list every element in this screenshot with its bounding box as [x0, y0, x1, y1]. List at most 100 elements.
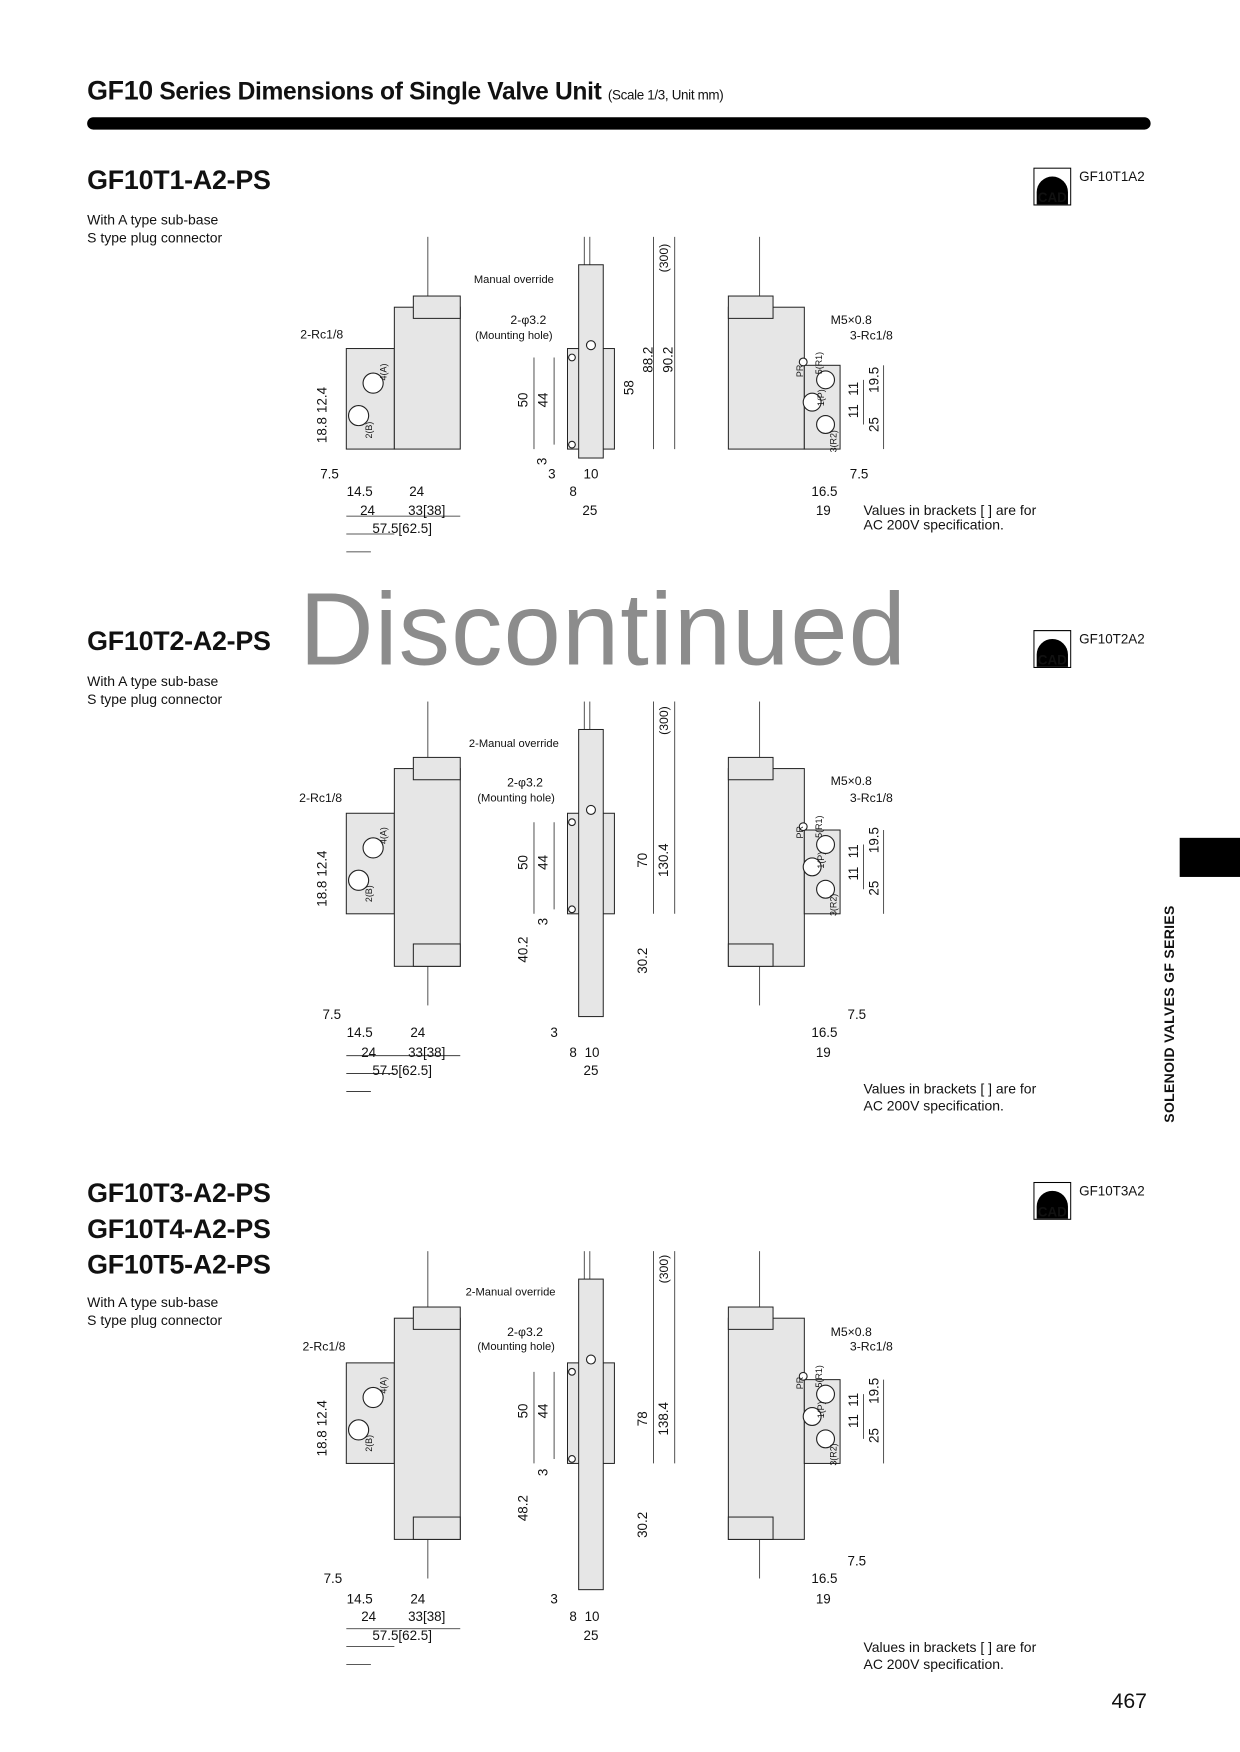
- dimension-label: 44: [536, 392, 551, 407]
- port-p-circle: [802, 857, 822, 877]
- valve-body: [727, 306, 805, 450]
- dimension-label: PR: [795, 1376, 805, 1389]
- plug-connector: [412, 943, 461, 967]
- valve-body: [578, 1278, 604, 1591]
- dimension-label: 5(R1): [814, 352, 824, 374]
- dimension-label: 25: [582, 503, 597, 518]
- dimension-label: M5×0.8: [831, 774, 872, 788]
- bracket-note: Values in brackets [ ] are for: [864, 502, 1037, 518]
- dimension-label: 24: [410, 1591, 425, 1606]
- dimension-label: 2-φ3.2: [507, 1325, 543, 1339]
- valve-body: [393, 768, 461, 967]
- port-r1-circle: [816, 1384, 836, 1404]
- sub-base: [345, 348, 395, 450]
- dimension-label: 70: [635, 853, 650, 868]
- dimension-label: 44: [536, 1403, 551, 1418]
- dimension-label: 50: [516, 1403, 531, 1418]
- dimension-label: 11: [846, 1393, 861, 1407]
- dimension-label: 19.5: [866, 367, 881, 393]
- plug-connector: [412, 756, 461, 781]
- model-description: With A type sub-base: [87, 1294, 219, 1311]
- model-title: GF10T4-A2-PS: [87, 1214, 271, 1245]
- dimension-label: 11: [846, 867, 861, 881]
- pilot-exhaust-port: [798, 357, 808, 367]
- dimension-label: 25: [866, 417, 881, 432]
- dimension-label: 48.2: [516, 1495, 531, 1521]
- valve-body: [393, 1317, 461, 1540]
- dimension-label: PR: [795, 364, 805, 377]
- cad-icon-text: CAD: [1038, 1205, 1067, 1220]
- pilot-exhaust-port: [798, 822, 808, 832]
- dimension-label: 16.5: [811, 484, 837, 499]
- dimension-label: 4(A): [378, 827, 388, 844]
- dimension-label: 25: [866, 1428, 881, 1443]
- side-tab-label: SOLENOID VALVES GF SERIES: [1161, 905, 1178, 1123]
- side-view: [727, 1251, 885, 1579]
- dimension-label: 12.4: [314, 850, 329, 877]
- port-a-circle: [362, 1386, 384, 1409]
- cad-icon[interactable]: CAD: [1033, 167, 1072, 206]
- dimension-label: 8: [569, 484, 576, 499]
- dimension-label: 3: [550, 1591, 557, 1606]
- page-title: GF10 Series Dimensions of Single Valve U…: [87, 76, 724, 107]
- dimension-label: 2-Manual override: [469, 738, 559, 750]
- title-text: Series Dimensions of Single Valve Unit: [159, 77, 602, 106]
- dimension-label: 10: [585, 1609, 600, 1624]
- model-description: With A type sub-base: [87, 212, 219, 228]
- dimension-label: 25: [584, 1628, 599, 1643]
- port-p-circle: [802, 392, 822, 412]
- dimension-label: 18.8: [314, 881, 329, 907]
- dimension-label: 2-φ3.2: [507, 775, 543, 789]
- plug-connector: [412, 1516, 461, 1540]
- plug-connector: [727, 756, 774, 781]
- port-r2-circle: [816, 415, 836, 435]
- plug-connector: [412, 1306, 461, 1330]
- dimension-label: 5(R1): [814, 815, 824, 837]
- dimension-label: (300): [657, 244, 671, 273]
- dimension-label: 19: [816, 1045, 831, 1060]
- dimension-label: 3(R2): [828, 894, 838, 916]
- dimension-label: 1(P): [816, 389, 826, 406]
- dimension-label: 10: [585, 1045, 600, 1060]
- dimension-label: 24: [361, 1609, 376, 1624]
- cad-icon[interactable]: CAD: [1033, 1181, 1072, 1220]
- dimension-label: 3: [536, 918, 551, 925]
- dimension-label: 24: [360, 503, 375, 518]
- valve-body: [578, 728, 604, 1018]
- dimension-label: 1(P): [816, 852, 826, 869]
- dimension-label: 138.4: [656, 1401, 671, 1435]
- dimension-label: 40.2: [516, 937, 531, 963]
- front-view: [533, 236, 676, 459]
- dimension-label: 5(R1): [814, 1365, 824, 1387]
- drawing-section-3: [345, 1251, 885, 1665]
- port-a-circle: [362, 372, 384, 394]
- port-r2-circle: [816, 879, 836, 899]
- dimension-label: 50: [516, 855, 531, 870]
- dimension-label: 1(P): [816, 1401, 826, 1418]
- dimension-label: 7.5: [324, 1571, 343, 1586]
- dimension-label: 16.5: [811, 1571, 837, 1586]
- dimension-label: 12.4: [314, 386, 329, 413]
- dimension-label: M5×0.8: [831, 1325, 872, 1339]
- plug-connector: [727, 1306, 774, 1330]
- dimension-label: 7.5: [322, 1007, 341, 1022]
- mounting-hole: [568, 905, 576, 914]
- sub-base: [345, 812, 395, 915]
- sub-base: [345, 1362, 395, 1464]
- dimension-label: PR: [795, 826, 805, 839]
- dimension-label: 7.5: [848, 1553, 867, 1568]
- dimension-label: 12.4: [314, 1400, 329, 1427]
- manual-override-button: [585, 804, 596, 815]
- manual-override-button: [585, 1354, 596, 1365]
- dimension-label: 3-Rc1/8: [850, 791, 893, 805]
- model-title: GF10T5-A2-PS: [87, 1250, 271, 1281]
- port-b-circle: [347, 869, 370, 891]
- dimension-label: 50: [516, 392, 531, 407]
- dimension-label: 88.2: [641, 347, 656, 373]
- dimension-label: 24: [409, 484, 424, 499]
- cad-icon[interactable]: CAD: [1033, 630, 1072, 669]
- left-view: [345, 701, 461, 1092]
